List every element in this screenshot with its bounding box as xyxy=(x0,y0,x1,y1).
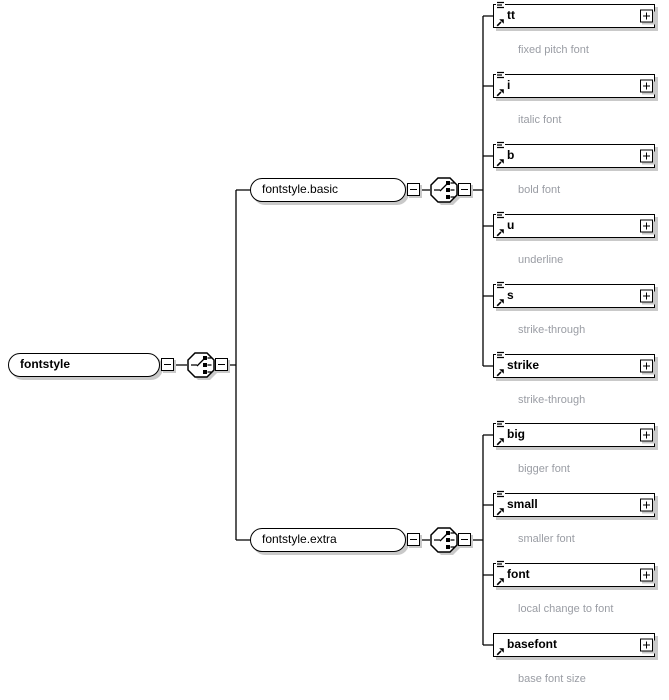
element-node-strike[interactable]: strike xyxy=(493,351,655,378)
element-node-big[interactable]: big xyxy=(493,420,655,447)
content-model-icon xyxy=(496,141,505,150)
content-model-icon xyxy=(496,420,505,429)
expand-button[interactable] xyxy=(640,149,653,163)
element-annotation: italic font xyxy=(518,114,562,126)
expand-button[interactable] xyxy=(640,359,653,373)
reference-arrow-icon xyxy=(496,158,505,167)
element-label: big xyxy=(507,427,525,441)
content-model-icon xyxy=(496,560,505,569)
element-node-tt[interactable]: tt xyxy=(493,1,655,28)
choice-compositor-icon[interactable] xyxy=(430,527,460,555)
element-node-font[interactable]: font xyxy=(493,560,655,587)
element-label: i xyxy=(507,78,511,92)
expand-button[interactable] xyxy=(640,498,653,512)
element-node-small[interactable]: small xyxy=(493,490,655,517)
element-node-s[interactable]: s xyxy=(493,281,655,308)
element-annotation: local change to font xyxy=(518,603,614,615)
reference-arrow-icon xyxy=(496,228,505,237)
expand-button[interactable] xyxy=(640,638,653,652)
reference-arrow-icon xyxy=(496,368,505,377)
element-annotation: strike-through xyxy=(518,394,586,406)
expand-button[interactable] xyxy=(640,9,653,23)
reference-arrow-icon xyxy=(496,647,505,656)
element-annotation: underline xyxy=(518,254,564,266)
element-node-u[interactable]: u xyxy=(493,211,655,238)
group-node-fontstyle-basic[interactable]: fontstyle.basic xyxy=(250,178,406,202)
element-annotation: strike-through xyxy=(518,324,586,336)
element-node-b[interactable]: b xyxy=(493,141,655,168)
element-node-basefont[interactable]: basefont xyxy=(493,633,655,657)
element-label: b xyxy=(507,148,515,162)
expand-button[interactable] xyxy=(640,428,653,442)
content-model-icon xyxy=(496,71,505,80)
expand-button[interactable] xyxy=(640,568,653,582)
collapse-button[interactable] xyxy=(407,533,420,546)
reference-arrow-icon xyxy=(496,507,505,516)
reference-arrow-icon xyxy=(496,577,505,586)
element-label: u xyxy=(507,218,515,232)
element-label: tt xyxy=(507,8,515,22)
element-label: small xyxy=(507,497,538,511)
reference-arrow-icon xyxy=(496,437,505,446)
content-model-icon xyxy=(496,281,505,290)
reference-arrow-icon xyxy=(496,18,505,27)
root-node-fontstyle[interactable]: fontstyle xyxy=(8,353,160,377)
expand-button[interactable] xyxy=(640,79,653,93)
element-annotation: base font size xyxy=(518,673,586,685)
reference-arrow-icon xyxy=(496,298,505,307)
collapse-button[interactable] xyxy=(215,358,228,371)
element-annotation: bold font xyxy=(518,184,561,196)
expand-button[interactable] xyxy=(640,289,653,303)
element-label: strike xyxy=(507,358,540,372)
group-node-label: fontstyle.extra xyxy=(262,532,337,546)
content-model-icon xyxy=(496,211,505,220)
choice-compositor-icon[interactable] xyxy=(430,177,460,205)
expand-button[interactable] xyxy=(640,219,653,233)
element-node-i[interactable]: i xyxy=(493,71,655,98)
element-annotation: bigger font xyxy=(518,463,570,475)
collapse-button[interactable] xyxy=(458,533,471,546)
group-node-fontstyle-extra[interactable]: fontstyle.extra xyxy=(250,528,406,552)
collapse-button[interactable] xyxy=(407,183,420,196)
collapse-button[interactable] xyxy=(458,183,471,196)
reference-arrow-icon xyxy=(496,88,505,97)
content-model-icon xyxy=(496,1,505,10)
group-node-label: fontstyle.basic xyxy=(262,182,339,196)
choice-compositor-icon[interactable] xyxy=(187,352,217,380)
root-node-label: fontstyle xyxy=(20,357,71,371)
content-model-icon xyxy=(496,490,505,499)
element-label: basefont xyxy=(507,637,558,651)
collapse-button[interactable] xyxy=(161,358,174,371)
element-label: s xyxy=(507,288,514,302)
content-model-icon xyxy=(496,351,505,360)
element-label: font xyxy=(507,567,530,581)
element-annotation: fixed pitch font xyxy=(518,44,589,56)
element-annotation: smaller font xyxy=(518,533,575,545)
